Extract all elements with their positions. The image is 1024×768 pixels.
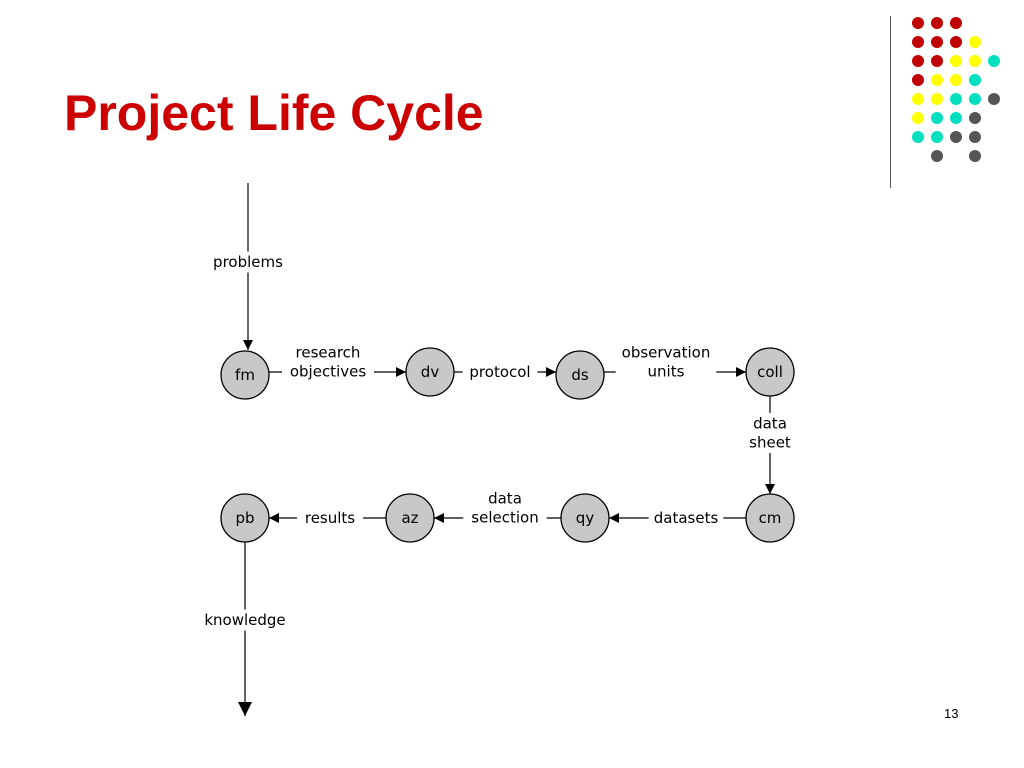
decorative-dot <box>931 74 943 86</box>
node-circle <box>220 493 270 543</box>
decorative-dot <box>950 93 962 105</box>
node-cm: cm <box>745 493 795 543</box>
node-fm: fm <box>220 350 270 400</box>
node-label: qy <box>576 509 595 527</box>
decorative-dot <box>969 74 981 86</box>
decorative-dot <box>969 55 981 67</box>
edge-label-out: knowledge <box>204 611 285 629</box>
title-divider-line <box>890 16 891 188</box>
node-label: coll <box>757 363 783 381</box>
node-dv: dv <box>405 347 455 397</box>
node-ds: ds <box>555 350 605 400</box>
decorative-dot <box>988 55 1000 67</box>
decorative-dot <box>969 131 981 143</box>
decorative-dot <box>969 36 981 48</box>
edge-label-background <box>296 507 364 529</box>
decorative-dot <box>912 131 924 143</box>
node-label: dv <box>421 363 440 381</box>
decorative-dot <box>912 112 924 124</box>
decorative-dot <box>912 17 924 29</box>
edge-label-e2: protocol <box>469 363 530 381</box>
node-circle <box>385 493 435 543</box>
edge-label-background <box>745 413 795 453</box>
edge-label-e7: results <box>305 509 355 527</box>
node-label: pb <box>235 509 254 527</box>
decorative-dot <box>950 36 962 48</box>
decorative-dot <box>969 112 981 124</box>
decorative-dot <box>950 55 962 67</box>
node-circle <box>560 493 610 543</box>
node-label: fm <box>235 366 255 384</box>
decorative-dot <box>931 131 943 143</box>
decorative-dot <box>969 150 981 162</box>
edge-label-in: problems <box>213 253 283 271</box>
edge-label-background <box>462 361 538 383</box>
node-qy: qy <box>560 493 610 543</box>
node-az: az <box>385 493 435 543</box>
node-circle <box>405 347 455 397</box>
edge-label-e1: research <box>296 344 361 362</box>
node-circle <box>745 493 795 543</box>
edge-label-e6: selection <box>471 509 538 527</box>
decorative-dot <box>969 93 981 105</box>
decorative-dot <box>931 55 943 67</box>
node-circle <box>745 347 795 397</box>
edge-label-e5: datasets <box>654 509 719 527</box>
node-label: cm <box>759 509 782 527</box>
decorative-dot-grid <box>0 0 1024 200</box>
edge-label-e4: sheet <box>749 434 791 452</box>
node-label: az <box>401 509 418 527</box>
decorative-dot <box>931 36 943 48</box>
edge-label-e6: data <box>488 490 522 508</box>
decorative-dot <box>950 112 962 124</box>
decorative-dot <box>950 74 962 86</box>
slide-title: Project Life Cycle <box>64 85 484 141</box>
edge-label-background <box>203 609 287 631</box>
decorative-dot <box>912 74 924 86</box>
edge-label-background <box>615 342 717 382</box>
decorative-dot <box>988 93 1000 105</box>
decorative-dot <box>931 112 943 124</box>
node-pb: pb <box>220 493 270 543</box>
edge-label-background <box>648 507 724 529</box>
decorative-dot <box>931 93 943 105</box>
node-label: ds <box>571 366 589 384</box>
node-circle <box>220 350 270 400</box>
edge-label-e4: data <box>753 415 787 433</box>
node-coll: coll <box>745 347 795 397</box>
edge-label-background <box>282 342 374 382</box>
decorative-dot <box>950 131 962 143</box>
decorative-dot <box>950 17 962 29</box>
edge-label-background <box>210 251 286 273</box>
edge-label-e1: objectives <box>290 363 366 381</box>
decorative-dot <box>912 93 924 105</box>
edge-label-e3: observation <box>622 344 711 362</box>
decorative-dot <box>931 150 943 162</box>
decorative-dot <box>912 55 924 67</box>
edge-label-background <box>463 488 547 528</box>
page-number: 13 <box>944 706 959 721</box>
node-circle <box>555 350 605 400</box>
decorative-dot <box>912 36 924 48</box>
decorative-dot <box>931 17 943 29</box>
edge-label-e3: units <box>648 363 685 381</box>
